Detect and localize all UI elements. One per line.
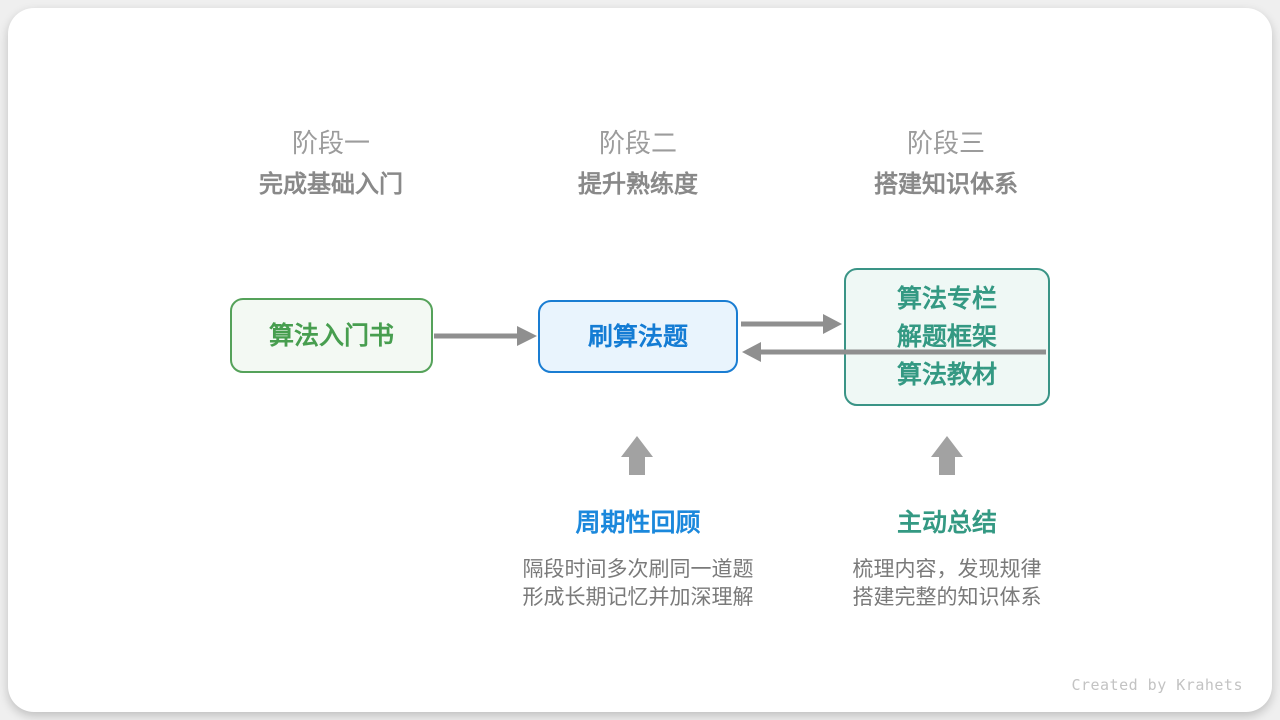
node-intro-book-label: 算法入门书	[268, 321, 394, 350]
annotation-periodic-review: 周期性回顾 隔段时间多次刷同一道题 形成长期记忆并加深理解	[468, 510, 808, 612]
node-practice-problems: 刷算法题	[538, 300, 738, 373]
credit-text: Created by Krahets	[1071, 676, 1243, 694]
annotation-active-summary-desc-line-2: 搭建完整的知识体系	[852, 586, 1042, 609]
stage-2-subtitle: 提升熟练度	[578, 171, 698, 198]
annotation-active-summary-desc-line-1: 梳理内容，发现规律	[852, 558, 1042, 581]
stage-3-label: 阶段三	[906, 128, 985, 158]
node-advanced-resources-line-3: 算法教材	[896, 361, 997, 389]
node-intro-book: 算法入门书	[230, 298, 433, 373]
annotation-periodic-review-desc: 隔段时间多次刷同一道题 形成长期记忆并加深理解	[468, 556, 808, 612]
annotation-periodic-review-desc-line-1: 隔段时间多次刷同一道题	[522, 558, 754, 581]
annotation-periodic-review-title: 周期性回顾	[575, 509, 701, 537]
node-practice-problems-label: 刷算法题	[587, 322, 688, 351]
stage-2-label: 阶段二	[598, 128, 677, 158]
node-advanced-resources-line-2: 解题框架	[896, 323, 997, 351]
stage-1-header: 阶段一 完成基础入门	[171, 128, 491, 199]
annotation-active-summary: 主动总结 梳理内容，发现规律 搭建完整的知识体系	[777, 510, 1117, 612]
annotation-periodic-review-desc-line-2: 形成长期记忆并加深理解	[522, 586, 754, 609]
stage-1-subtitle: 完成基础入门	[259, 171, 403, 198]
node-advanced-resources-line-1: 算法专栏	[896, 285, 997, 313]
stage-3-subtitle: 搭建知识体系	[874, 171, 1018, 198]
stage-3-header: 阶段三 搭建知识体系	[786, 128, 1106, 199]
annotation-active-summary-title: 主动总结	[896, 509, 997, 537]
stage-1-label: 阶段一	[291, 128, 370, 158]
stage-2-header: 阶段二 提升熟练度	[478, 128, 798, 199]
annotation-active-summary-desc: 梳理内容，发现规律 搭建完整的知识体系	[777, 556, 1117, 612]
node-advanced-resources: 算法专栏 解题框架 算法教材	[844, 268, 1050, 406]
